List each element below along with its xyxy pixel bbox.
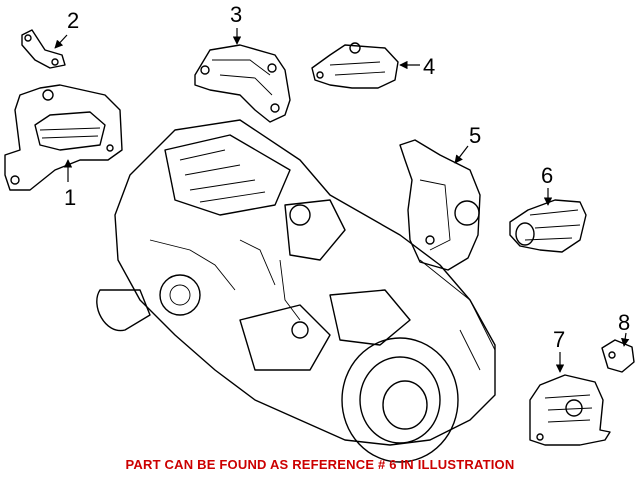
part-1-engine-mount	[4, 84, 123, 191]
callout-3: 3	[230, 2, 242, 27]
part-8-small-bracket	[601, 339, 635, 373]
callout-4: 4	[423, 54, 435, 79]
callout-7: 7	[553, 327, 565, 352]
callout-8: 8	[618, 310, 630, 335]
reference-notice: PART CAN BE FOUND AS REFERENCE # 6 IN IL…	[125, 457, 515, 472]
leader-lines	[54, 28, 630, 373]
engine-transmission-assembly	[96, 119, 496, 463]
callout-1: 1	[64, 185, 76, 210]
part-4-upper-mount	[311, 42, 399, 89]
part-5-bracket-plate	[399, 139, 481, 271]
callout-6: 6	[541, 163, 553, 188]
callout-2: 2	[67, 8, 79, 33]
callout-5: 5	[469, 123, 481, 148]
part-6-transmission-mount	[509, 199, 587, 253]
part-2-bracket	[21, 29, 66, 69]
leader-2	[54, 34, 68, 49]
part-3-upper-mount	[194, 44, 291, 123]
leader-8	[620, 332, 630, 347]
part-7-lower-mount	[529, 374, 611, 446]
callout-labels: 1 2 3 4 5 6 7 8	[64, 2, 630, 352]
leader-5	[454, 145, 469, 164]
